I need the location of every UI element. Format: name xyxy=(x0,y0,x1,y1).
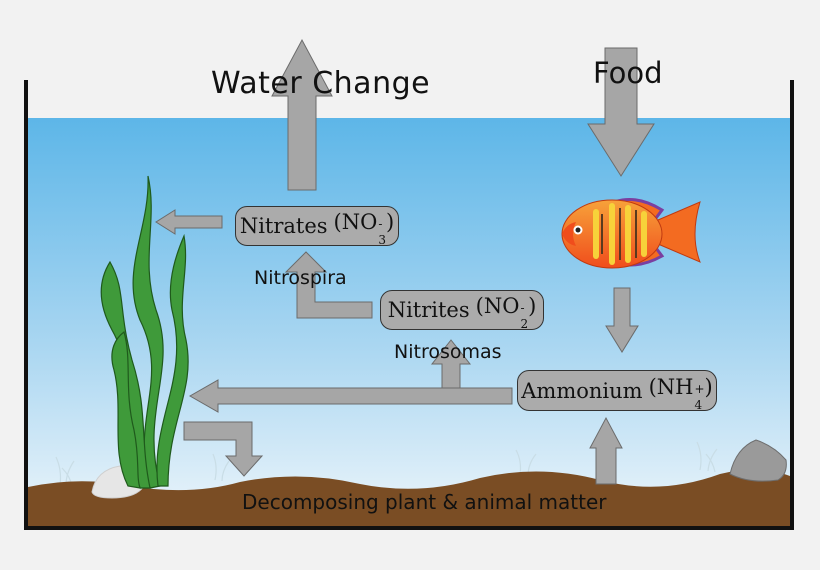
arrow-nitrospira xyxy=(284,251,373,319)
nitrites-box: Nitrites (NO-2) xyxy=(380,290,544,330)
nitrates-name: Nitrates xyxy=(239,214,328,238)
nitrates-formula: (NO-3) xyxy=(333,210,395,247)
arrow-nitrosomas xyxy=(430,339,472,389)
fish-icon xyxy=(561,198,701,269)
plant-icon xyxy=(100,175,189,489)
rock-icon xyxy=(729,439,787,482)
tank-outline xyxy=(24,80,794,530)
nitrospira-label: Nitrospira xyxy=(254,267,347,289)
nitrites-name: Nitrites xyxy=(387,298,470,322)
water-change-label: Water Change xyxy=(211,66,431,101)
ammonium-box: Ammonium (NH+4) xyxy=(517,370,717,411)
arrow-fish-to-ammonium xyxy=(605,287,639,353)
arrow-substrate-to-ammonium xyxy=(589,416,623,485)
arrow-plant-to-substrate xyxy=(183,421,264,477)
nitrates-box: Nitrates (NO-3) xyxy=(235,206,399,246)
ammonium-name: Ammonium xyxy=(521,378,643,403)
food-label: Food xyxy=(593,56,663,90)
arrow-nitrates-to-plant xyxy=(155,209,223,235)
arrow-ammonium-to-plant xyxy=(188,379,513,413)
arrow-water-change xyxy=(271,38,333,191)
decomposing-label: Decomposing plant & animal matter xyxy=(242,490,607,514)
ammonium-formula: (NH+4) xyxy=(648,374,713,412)
nitrosomas-label: Nitrosomas xyxy=(394,341,502,363)
nitrites-formula: (NO-2) xyxy=(475,294,537,331)
arrow-food xyxy=(587,47,655,177)
